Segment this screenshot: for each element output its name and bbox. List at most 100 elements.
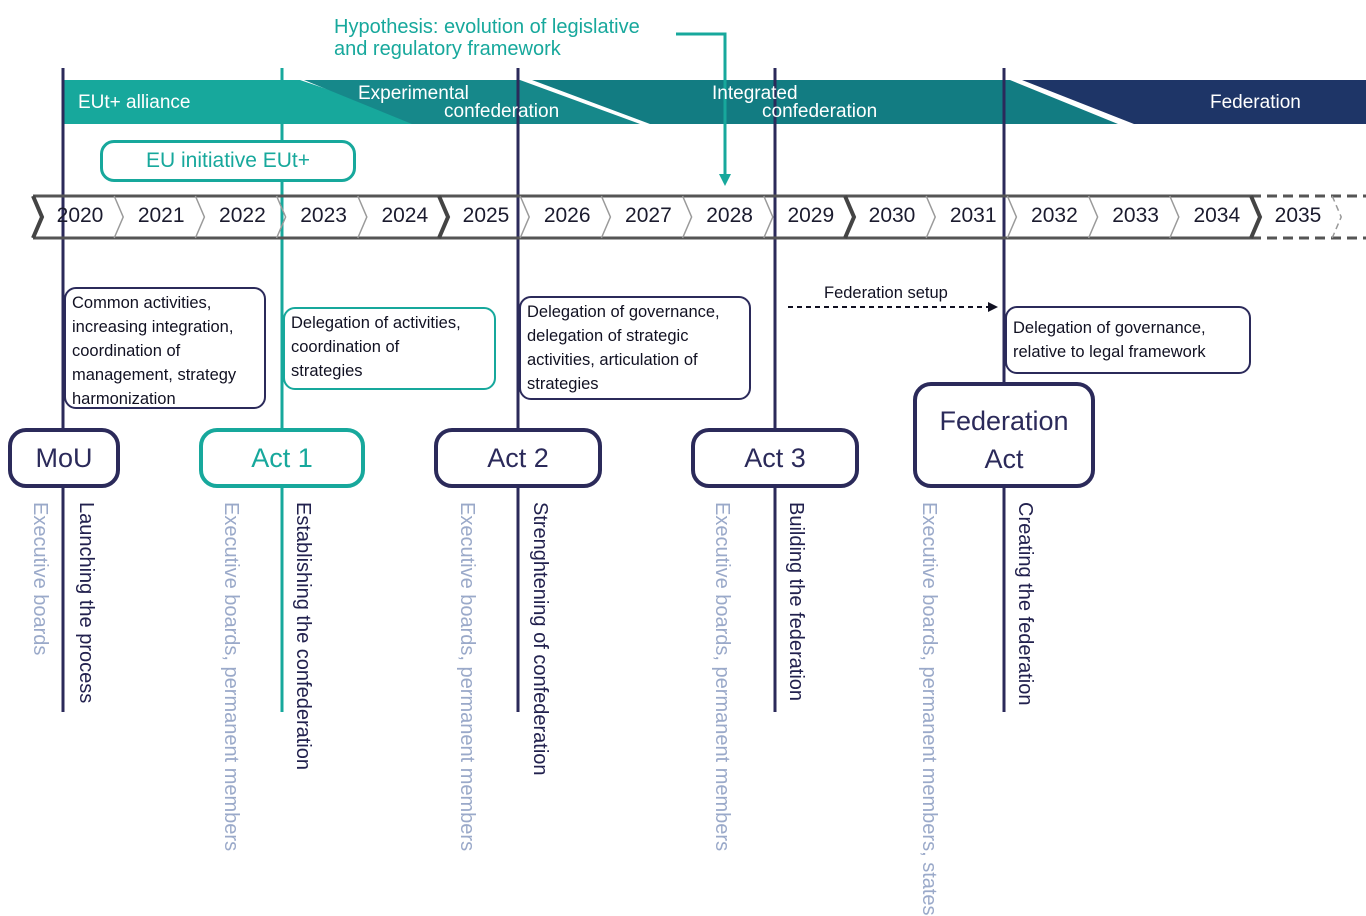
- purpose-federation-line: Creating: [1014, 502, 1036, 578]
- year-label: 2030: [868, 204, 916, 227]
- year-label: 2032: [1031, 204, 1078, 227]
- description-federation: Delegation of governance, relative to le…: [1005, 306, 1251, 374]
- purpose-act1: Establishing the confederation: [291, 502, 314, 770]
- actors-act3-line: Executive boards,: [711, 502, 733, 661]
- year-label: 2023: [300, 204, 347, 227]
- actors-act1-line: permanent members: [220, 666, 242, 852]
- band-label-alliance: EUt+ alliance: [78, 92, 191, 113]
- axis-chevron: [1006, 195, 1018, 239]
- description-mou-line: increasing integration,: [72, 318, 234, 336]
- axis-chevron: [194, 195, 206, 239]
- actors-federation: Executive boards, permanent members, sta…: [917, 502, 940, 916]
- band-label-integrated-2: confederation: [762, 101, 878, 122]
- year-label: 2029: [787, 204, 835, 227]
- purpose-act2-line: Strenghtening: [529, 502, 551, 627]
- purpose-act3-line: the federation: [785, 578, 807, 702]
- band-label-federation: Federation: [1210, 92, 1301, 113]
- act-box-act2: Act 2: [434, 428, 602, 488]
- description-mou-line: Common activities,: [72, 294, 212, 312]
- federation-act-line-1: Federation: [939, 406, 1069, 436]
- axis-chevron: [1087, 195, 1099, 239]
- purpose-mou: Launching the process: [74, 502, 97, 703]
- description-act2: Delegation of governance, delegation of …: [519, 296, 751, 400]
- hypothesis-label: Hypothesis: evolution of legislative and…: [334, 16, 640, 60]
- year-label: 2026: [543, 204, 591, 227]
- hypothesis-arrowhead: [719, 174, 731, 186]
- year-label: 2022: [219, 204, 266, 227]
- eu-initiative-box: EU initiative EUt+: [100, 140, 356, 182]
- year-label: 2034: [1193, 204, 1241, 227]
- description-act2-line: delegation of strategic: [527, 327, 689, 345]
- year-label: 2031: [949, 204, 997, 227]
- hypothesis-line-1: Hypothesis: evolution of legislative: [334, 16, 640, 38]
- axis-chevron: [275, 195, 287, 239]
- year-label: 2033: [1112, 204, 1159, 227]
- axis-chevron: [1169, 195, 1180, 239]
- axis-chevron: [113, 195, 125, 239]
- description-act1-line: coordination of: [291, 338, 400, 356]
- description-mou-line: coordination of: [72, 342, 181, 360]
- purpose-act2: Strenghtening of confederation: [528, 502, 551, 776]
- federation-setup-label: Federation setup: [824, 284, 948, 302]
- axis-chevron: [763, 195, 774, 239]
- description-act1: Delegation of activities, coordination o…: [283, 307, 496, 390]
- actors-act1: Executive boards, permanent members: [219, 502, 242, 851]
- actors-act2-line: Executive boards,: [456, 502, 478, 661]
- description-act2-line: Delegation of governance,: [527, 303, 720, 321]
- axis-chevron: [600, 195, 612, 239]
- axis-chevron: [31, 195, 45, 239]
- band-label-integrated-1: Integrated: [712, 83, 798, 104]
- description-federation-line: Delegation of governance,: [1013, 319, 1206, 337]
- axis-chevron: [843, 195, 857, 239]
- actors-mou-line: Executive boards: [29, 502, 51, 656]
- description-federation-line: relative to legal framework: [1013, 343, 1206, 361]
- purpose-act1-line: the confederation: [292, 615, 314, 770]
- act-box-act3: Act 3: [691, 428, 859, 488]
- band-label-experimental-1: Experimental: [358, 83, 469, 104]
- timeline-diagram: Hypothesis: evolution of legislative and…: [8, 16, 1366, 916]
- purpose-act2-line: of confederation: [529, 632, 551, 776]
- hypothesis-line-2: and regulatory framework: [334, 38, 561, 60]
- description-act1-line: Delegation of activities,: [291, 314, 461, 332]
- actors-federation-line: states: [918, 862, 940, 916]
- description-act2-line: strategies: [527, 375, 599, 393]
- description-mou: Common activities, increasing integratio…: [64, 287, 266, 409]
- act-box-act1: Act 1: [199, 428, 365, 488]
- diagram-graphics: [31, 32, 1366, 712]
- description-mou-line: management, strategy: [72, 366, 237, 384]
- actors-act3-line: permanent members: [711, 666, 733, 852]
- axis-chevron: [357, 195, 368, 239]
- actors-act3: Executive boards, permanent members: [710, 502, 733, 851]
- actors-act2-line: permanent members: [456, 666, 478, 852]
- federation-setup-arrowhead: [988, 302, 998, 312]
- band-integrated-confederation: [532, 80, 1118, 124]
- purpose-act3: Building the federation: [784, 502, 807, 701]
- axis-chevron: [1331, 195, 1343, 239]
- act-box-mou: MoU: [8, 428, 120, 488]
- year-label: 2024: [381, 204, 429, 227]
- purpose-mou-line: Launching: [75, 502, 97, 595]
- federation-act-line-2: Act: [984, 444, 1024, 474]
- axis-chevron: [437, 195, 451, 239]
- actors-federation-line: permanent members,: [918, 666, 940, 857]
- year-axis: [31, 194, 1366, 240]
- hypothesis-arrow: [676, 32, 727, 176]
- axis-chevron: [1249, 195, 1263, 239]
- purpose-act1-line: Establishing: [292, 502, 314, 610]
- actors-mou: Executive boards: [28, 502, 51, 655]
- year-label: 2035: [1274, 204, 1322, 227]
- purpose-federation-line: the federation: [1014, 583, 1036, 706]
- actors-act2: Executive boards, permanent members: [455, 502, 478, 851]
- purpose-federation: Creating the federation: [1013, 502, 1036, 706]
- axis-chevron: [925, 195, 937, 239]
- actors-federation-line: Executive boards,: [918, 502, 940, 661]
- year-label: 2020: [56, 204, 104, 227]
- axis-chevron: [519, 195, 531, 239]
- band-eut-alliance: [62, 80, 430, 124]
- purpose-act3-line: Building: [785, 502, 807, 574]
- act-box-federation: Federation Act: [913, 382, 1095, 488]
- description-act2-line: activities, articulation of: [527, 351, 698, 369]
- description-act1-line: strategies: [291, 362, 363, 380]
- description-mou-line: harmonization: [72, 390, 176, 408]
- band-federation: [1022, 80, 1366, 124]
